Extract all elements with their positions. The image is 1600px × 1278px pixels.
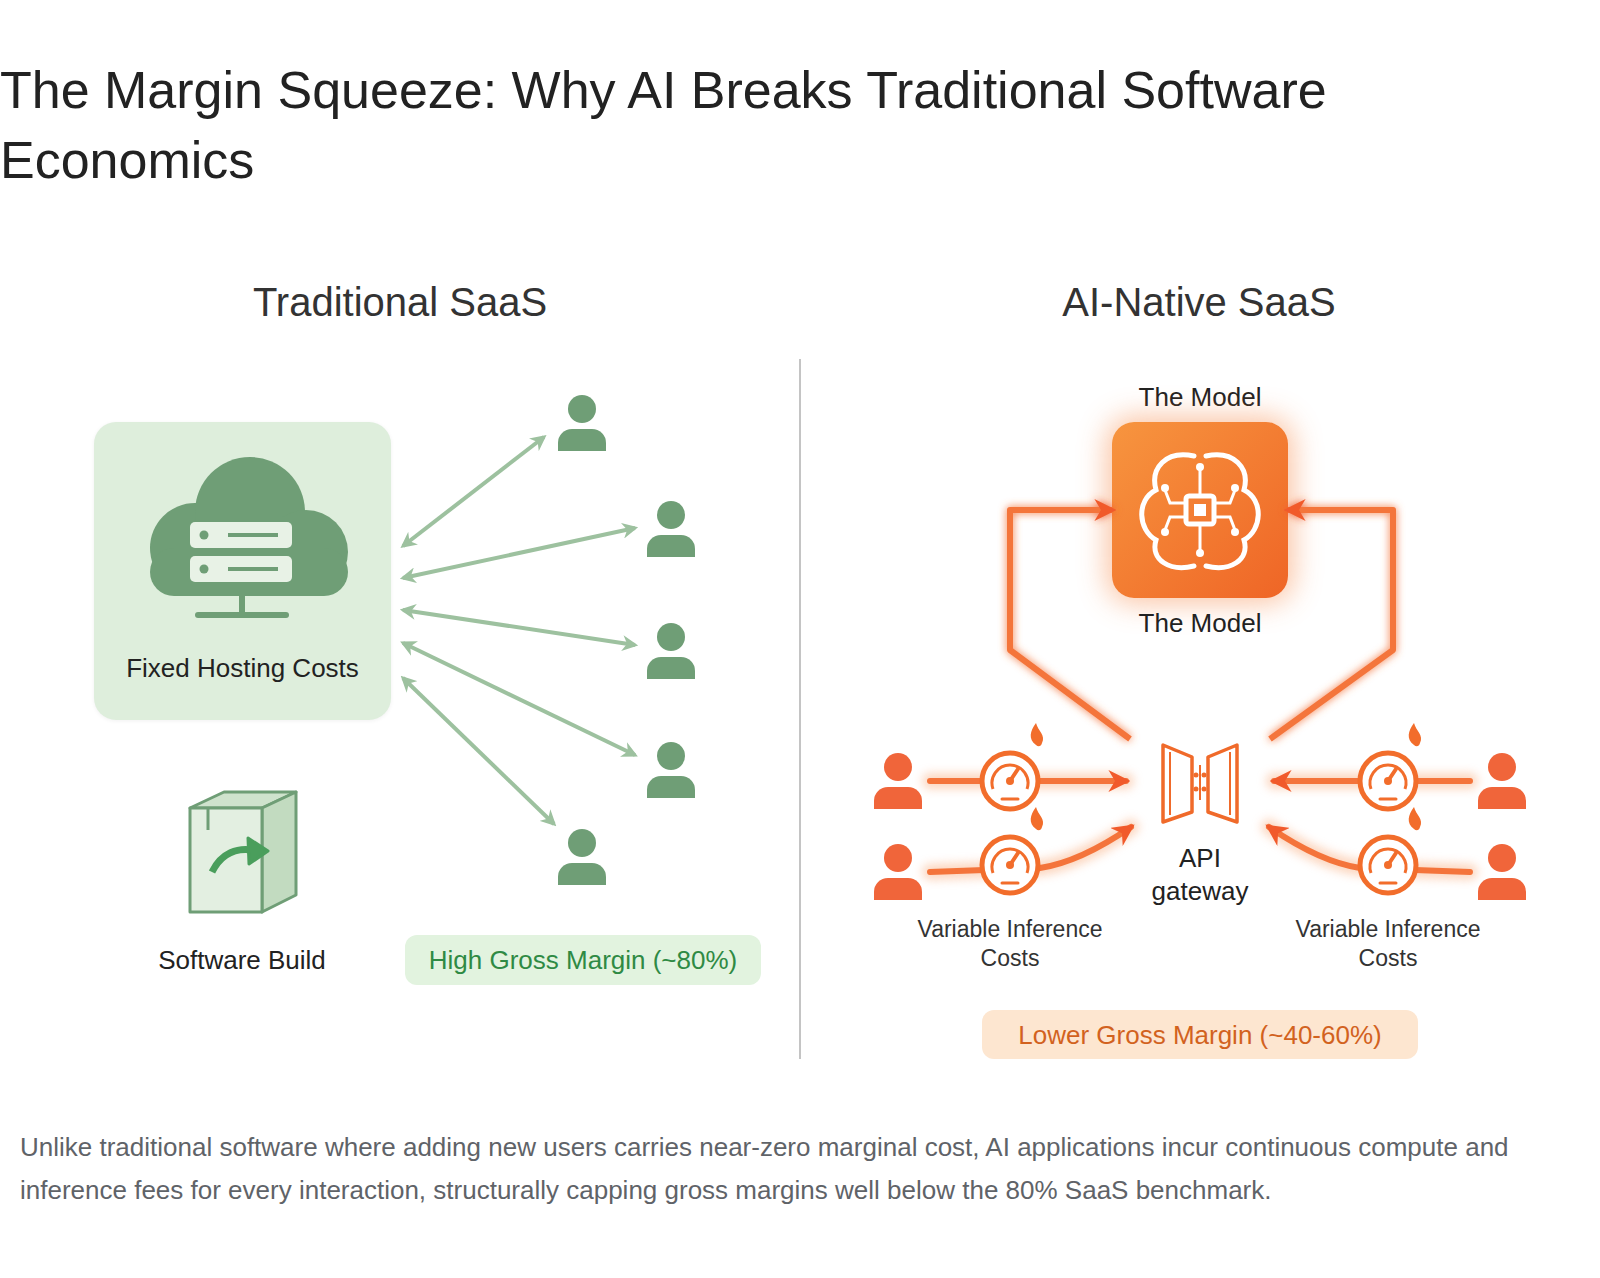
node-text: API gateway [1130,842,1270,908]
hosting-box: Fixed Hosting Costs [94,422,391,720]
node-text: Fixed Hosting Costs [126,653,359,683]
margin-pill: High Gross Margin (~80%) [405,935,761,985]
model-box: The ModelThe Model [1112,380,1288,640]
panel-heading: Traditional SaaS [190,278,610,326]
icon-label: Software Build [112,944,372,976]
flow-arrow [1270,510,1393,739]
user-icons [874,753,1526,900]
user-arrows [403,437,635,824]
brain-icon [1142,455,1259,568]
node-text: High Gross Margin (~80%) [429,945,738,975]
icon-space [1195,694,1205,842]
gauge-icons [982,723,1421,893]
user-icons [558,395,695,885]
software-box-icon [190,792,296,912]
inference-arrows [930,781,1470,872]
divider [799,359,801,1059]
cost-label: Variable Inference Costs [1296,915,1481,973]
gateway-icon [1163,745,1237,822]
flow-arrow [1010,510,1130,739]
margin-pill: Lower Gross Margin (~40-60%) [982,1010,1418,1059]
node-text: The Model [1139,380,1262,414]
title: The Margin Squeeze: Why AI Breaks Tradit… [0,55,1500,195]
model-square [1112,422,1288,598]
cloud-server-icon [150,457,348,615]
gateway-node: API gateway [1130,694,1270,894]
cost-label: Variable Inference Costs [918,915,1103,973]
node-text: Lower Gross Margin (~40-60%) [1018,1020,1381,1050]
caption: Unlike traditional software where adding… [20,1126,1580,1212]
node-text: The Model [1139,606,1262,640]
flow-arrow [1197,640,1203,694]
panel-heading: AI-Native SaaS [989,278,1409,326]
